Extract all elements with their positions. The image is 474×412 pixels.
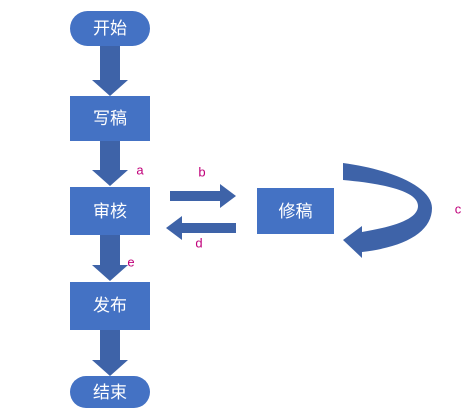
- node-revise: 修稿: [257, 188, 334, 234]
- edge-label-b: b: [198, 165, 205, 180]
- edge-label-e: e: [127, 255, 134, 270]
- arrow-publish-to-end: [92, 330, 128, 376]
- arrow-write-to-review: [92, 141, 128, 186]
- node-review: 审核: [70, 187, 150, 235]
- node-publish-label: 发布: [93, 296, 127, 316]
- node-end: 结束: [70, 376, 150, 408]
- arrow-review-to-publish: [92, 235, 128, 281]
- node-end-label: 结束: [93, 383, 127, 403]
- node-review-label: 审核: [93, 202, 127, 222]
- edge-label-c: c: [455, 202, 462, 217]
- arrow-c-revise-loop: [343, 163, 432, 258]
- node-write-label: 写稿: [93, 109, 127, 129]
- arrow-b-review-to-revise: [170, 184, 236, 208]
- node-write: 写稿: [70, 96, 150, 141]
- edge-label-a: a: [136, 163, 144, 178]
- node-start: 开始: [70, 11, 150, 46]
- node-publish: 发布: [70, 282, 150, 330]
- arrow-d-revise-to-review: [166, 216, 236, 240]
- arrow-start-to-write: [92, 46, 128, 96]
- node-revise-label: 修稿: [279, 202, 313, 222]
- edge-label-d: d: [195, 236, 202, 251]
- node-start-label: 开始: [93, 19, 127, 39]
